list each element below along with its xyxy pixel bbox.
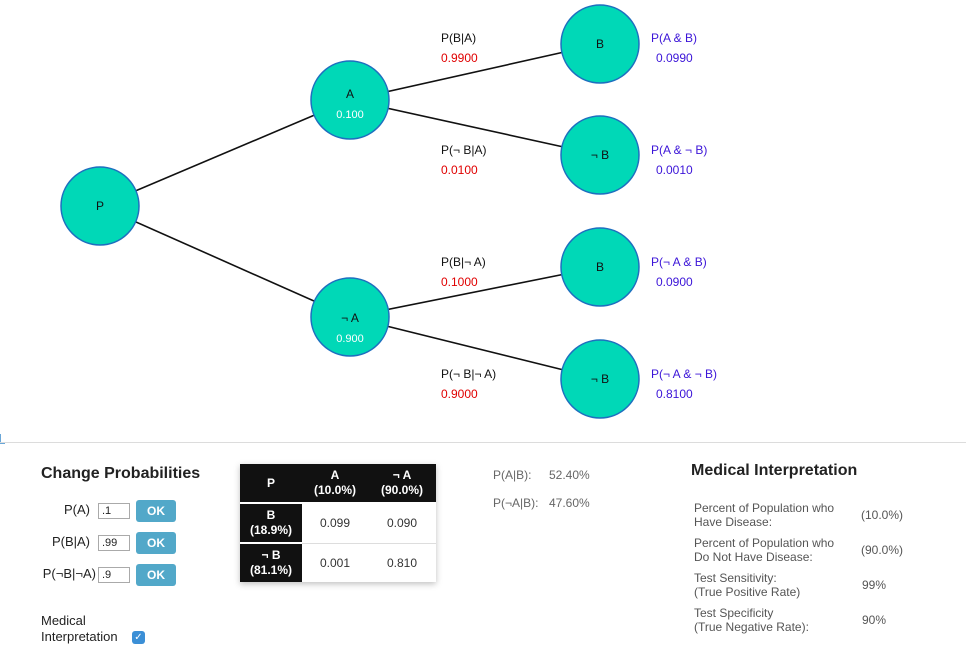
node-a-not-b-label: ¬ B — [591, 148, 609, 162]
node-not-a-value: 0.900 — [336, 333, 364, 345]
medical-row-specificity-line2: (True Negative Rate): — [694, 620, 809, 634]
edge-label-b-given-not-a: P(B|¬ A) — [441, 255, 486, 269]
medical-row-sensitivity-line1: Test Sensitivity: — [694, 571, 777, 585]
a-given-b-value: 52.40% — [549, 468, 590, 482]
node-not-a-not-b — [560, 339, 640, 419]
node-a-not-b — [560, 115, 640, 195]
medical-row-disease-line2: Have Disease: — [694, 515, 773, 529]
joint-label-a-b: P(A & B) — [651, 31, 697, 45]
edge-value-not-b-given-not-a: 0.9000 — [441, 387, 478, 401]
node-a-label: A — [346, 87, 354, 101]
table-col-not-a-label: ¬ A — [392, 468, 412, 482]
joint-label-not-a-not-b: P(¬ A & ¬ B) — [651, 367, 717, 381]
p-b-given-a-ok-button[interactable]: OK — [136, 532, 176, 554]
not-a-given-b-label: P(¬A|B): — [493, 496, 539, 510]
edge-not-a-b — [349, 266, 601, 318]
table-cell-not-a-b: 0.090 — [368, 502, 436, 543]
joint-label-not-a-b: P(¬ A & B) — [651, 255, 707, 269]
contingency-table: P A (10.0%) ¬ A (90.0%) B (18.9%) 0.099 … — [240, 464, 436, 582]
medical-row-sensitivity-line2: (True Positive Rate) — [694, 585, 801, 599]
edge-value-b-given-a: 0.9900 — [441, 51, 478, 65]
table-cell-a-not-b: 0.001 — [302, 542, 368, 582]
table-row-not-b: ¬ B (81.1%) — [240, 543, 302, 582]
table-col-not-a: ¬ A (90.0%) — [368, 464, 436, 504]
p-b-given-a-input[interactable] — [98, 535, 130, 551]
table-row-b: B (18.9%) — [240, 503, 302, 544]
joint-value-a-b: 0.0990 — [656, 51, 693, 65]
table-cell-a-b: 0.099 — [302, 502, 368, 543]
edge-label-not-b-given-a: P(¬ B|A) — [441, 143, 486, 157]
p-b-given-a-label: P(B|A) — [51, 534, 90, 549]
table-row-b-label: B — [266, 508, 276, 522]
change-probabilities-title: Change Probabilities — [41, 465, 201, 482]
p-not-b-given-not-a-ok-button[interactable]: OK — [136, 564, 176, 586]
medical-row-disease: Percent of Population who Have Disease: — [694, 501, 834, 529]
node-not-a-b-label: B — [596, 260, 604, 274]
medical-row-disease-line1: Percent of Population who — [694, 501, 835, 515]
node-a-b-label: B — [596, 37, 604, 51]
tree-edges — [99, 43, 601, 380]
node-not-a-label: ¬ A — [341, 311, 359, 325]
medical-row-no-disease-value: (90.0%) — [861, 543, 904, 557]
section-divider — [0, 442, 966, 443]
joint-value-a-not-b: 0.0010 — [656, 163, 693, 177]
not-a-given-b-value: 47.60% — [549, 496, 590, 510]
p-not-b-given-not-a-input[interactable] — [98, 567, 130, 583]
node-root-label: P — [96, 199, 104, 213]
node-a-b — [560, 4, 640, 84]
node-not-a-not-b-label: ¬ B — [591, 372, 609, 386]
medical-row-sensitivity-value: 99% — [862, 578, 887, 592]
a-given-b-label: P(A|B): — [493, 468, 532, 482]
node-a-value: 0.100 — [336, 109, 364, 121]
medical-row-sensitivity: Test Sensitivity: (True Positive Rate) — [694, 571, 800, 599]
edge-p-not-a — [99, 205, 351, 318]
joint-value-not-a-b: 0.0900 — [656, 275, 693, 289]
medical-toggle-label-line1: Medical — [41, 613, 86, 628]
medical-row-specificity-line1: Test Specificity — [694, 606, 774, 620]
joint-value-not-a-not-b: 0.8100 — [656, 387, 693, 401]
medical-row-specificity: Test Specificity (True Negative Rate): — [694, 606, 809, 634]
edge-a-not-b — [349, 99, 601, 156]
medical-row-specificity-value: 90% — [862, 613, 887, 627]
medical-row-no-disease: Percent of Population who Do Not Have Di… — [694, 536, 834, 564]
table-col-not-a-pct: (90.0%) — [380, 483, 424, 497]
medical-toggle-label: Medical Interpretation — [41, 613, 118, 645]
section-divider-marker — [0, 434, 5, 444]
p-a-label: P(A) — [64, 502, 90, 517]
p-not-b-given-not-a-label: P(¬B|¬A) — [42, 566, 96, 581]
node-not-a — [310, 277, 390, 357]
p-a-input[interactable] — [98, 503, 130, 519]
medical-row-disease-value: (10.0%) — [861, 508, 904, 522]
medical-row-no-disease-line2: Do Not Have Disease: — [694, 550, 813, 564]
probability-tree: P A 0.100 ¬ A 0.900 B ¬ B B ¬ B P(B|A) 0… — [60, 4, 717, 419]
node-not-a-b — [560, 227, 640, 307]
edge-label-b-given-a: P(B|A) — [441, 31, 476, 45]
medical-toggle-label-line2: Interpretation — [41, 629, 118, 644]
table-cell-not-a-not-b: 0.810 — [368, 542, 436, 582]
edge-value-b-given-not-a: 0.1000 — [441, 275, 478, 289]
medical-row-no-disease-line1: Percent of Population who — [694, 536, 835, 550]
table-corner: P — [240, 464, 302, 504]
edge-label-not-b-given-not-a: P(¬ B|¬ A) — [441, 367, 496, 381]
table-row-b-pct: (18.9%) — [249, 523, 293, 537]
edge-a-b — [349, 43, 601, 101]
table-col-a: A (10.0%) — [302, 464, 368, 504]
edge-not-a-not-b — [349, 316, 601, 380]
edge-value-not-b-given-a: 0.0100 — [441, 163, 478, 177]
table-row-not-b-label: ¬ B — [261, 548, 281, 562]
node-root — [60, 166, 140, 246]
tree-nodes — [60, 4, 640, 419]
joint-label-a-not-b: P(A & ¬ B) — [651, 143, 707, 157]
medical-interpretation-checkbox[interactable]: ✓ — [132, 631, 145, 644]
table-col-a-pct: (10.0%) — [313, 483, 357, 497]
p-a-ok-button[interactable]: OK — [136, 500, 176, 522]
edge-p-a — [99, 99, 351, 207]
table-col-a-label: A — [330, 468, 340, 482]
table-row-not-b-pct: (81.1%) — [249, 563, 293, 577]
medical-interpretation-title: Medical Interpretation — [691, 462, 858, 479]
node-a — [310, 60, 390, 140]
